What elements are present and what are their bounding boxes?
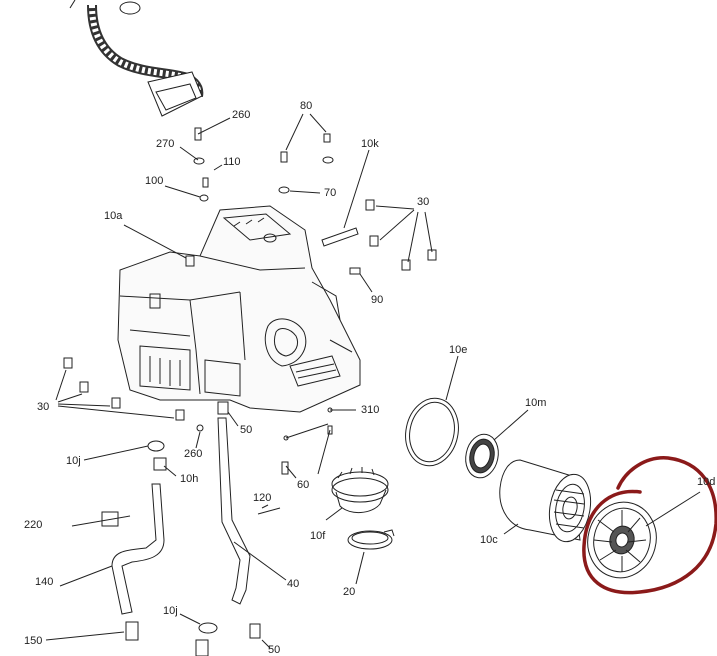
label-270: 270 xyxy=(156,138,175,150)
label-80: 80 xyxy=(300,100,313,112)
o-ring xyxy=(405,355,459,467)
clips-left xyxy=(55,357,185,421)
label-10a: 10a xyxy=(104,210,123,222)
fasteners-top xyxy=(164,113,437,293)
label-100: 100 xyxy=(145,175,164,187)
label-30-top: 30 xyxy=(417,196,430,208)
label-50-upper: 50 xyxy=(240,424,253,436)
label-10e: 10e xyxy=(449,344,468,356)
label-220: 220 xyxy=(24,519,43,531)
airbox-housing xyxy=(117,205,361,413)
label-310: 310 xyxy=(361,404,380,416)
label-150: 150 xyxy=(24,635,43,647)
label-60: 60 xyxy=(297,479,310,491)
label-10d: 10d xyxy=(697,476,716,488)
intake-coupler xyxy=(325,467,395,585)
label-10f: 10f xyxy=(310,530,326,542)
label-260-top: 260 xyxy=(232,109,251,121)
label-10j-upper: 10j xyxy=(66,455,81,467)
label-110: 110 xyxy=(223,156,241,168)
label-30-left: 30 xyxy=(37,401,50,413)
vent-hose xyxy=(217,417,287,605)
label-10m: 10m xyxy=(525,397,547,409)
label-50-lower: 50 xyxy=(268,644,281,656)
label-260-lower: 260 xyxy=(184,448,203,460)
small-fittings xyxy=(71,401,356,527)
drain-hose xyxy=(59,483,165,615)
label-70: 70 xyxy=(324,187,337,199)
label-140: 140 xyxy=(35,576,54,588)
filter-seal xyxy=(465,409,529,479)
label-10c: 10c xyxy=(480,534,498,546)
label-90: 90 xyxy=(371,294,384,306)
air-filter-cartridge xyxy=(499,459,592,543)
filter-cover xyxy=(587,491,701,579)
label-10j-lower: 10j xyxy=(163,605,178,617)
label-20: 20 xyxy=(343,586,356,598)
intake-hose xyxy=(69,0,204,117)
bottom-fittings xyxy=(45,613,271,656)
label-10h: 10h xyxy=(180,473,199,485)
label-120: 120 xyxy=(253,492,272,504)
label-10k: 10k xyxy=(361,138,379,150)
highlight-circle xyxy=(582,456,717,595)
label-40: 40 xyxy=(287,578,300,590)
